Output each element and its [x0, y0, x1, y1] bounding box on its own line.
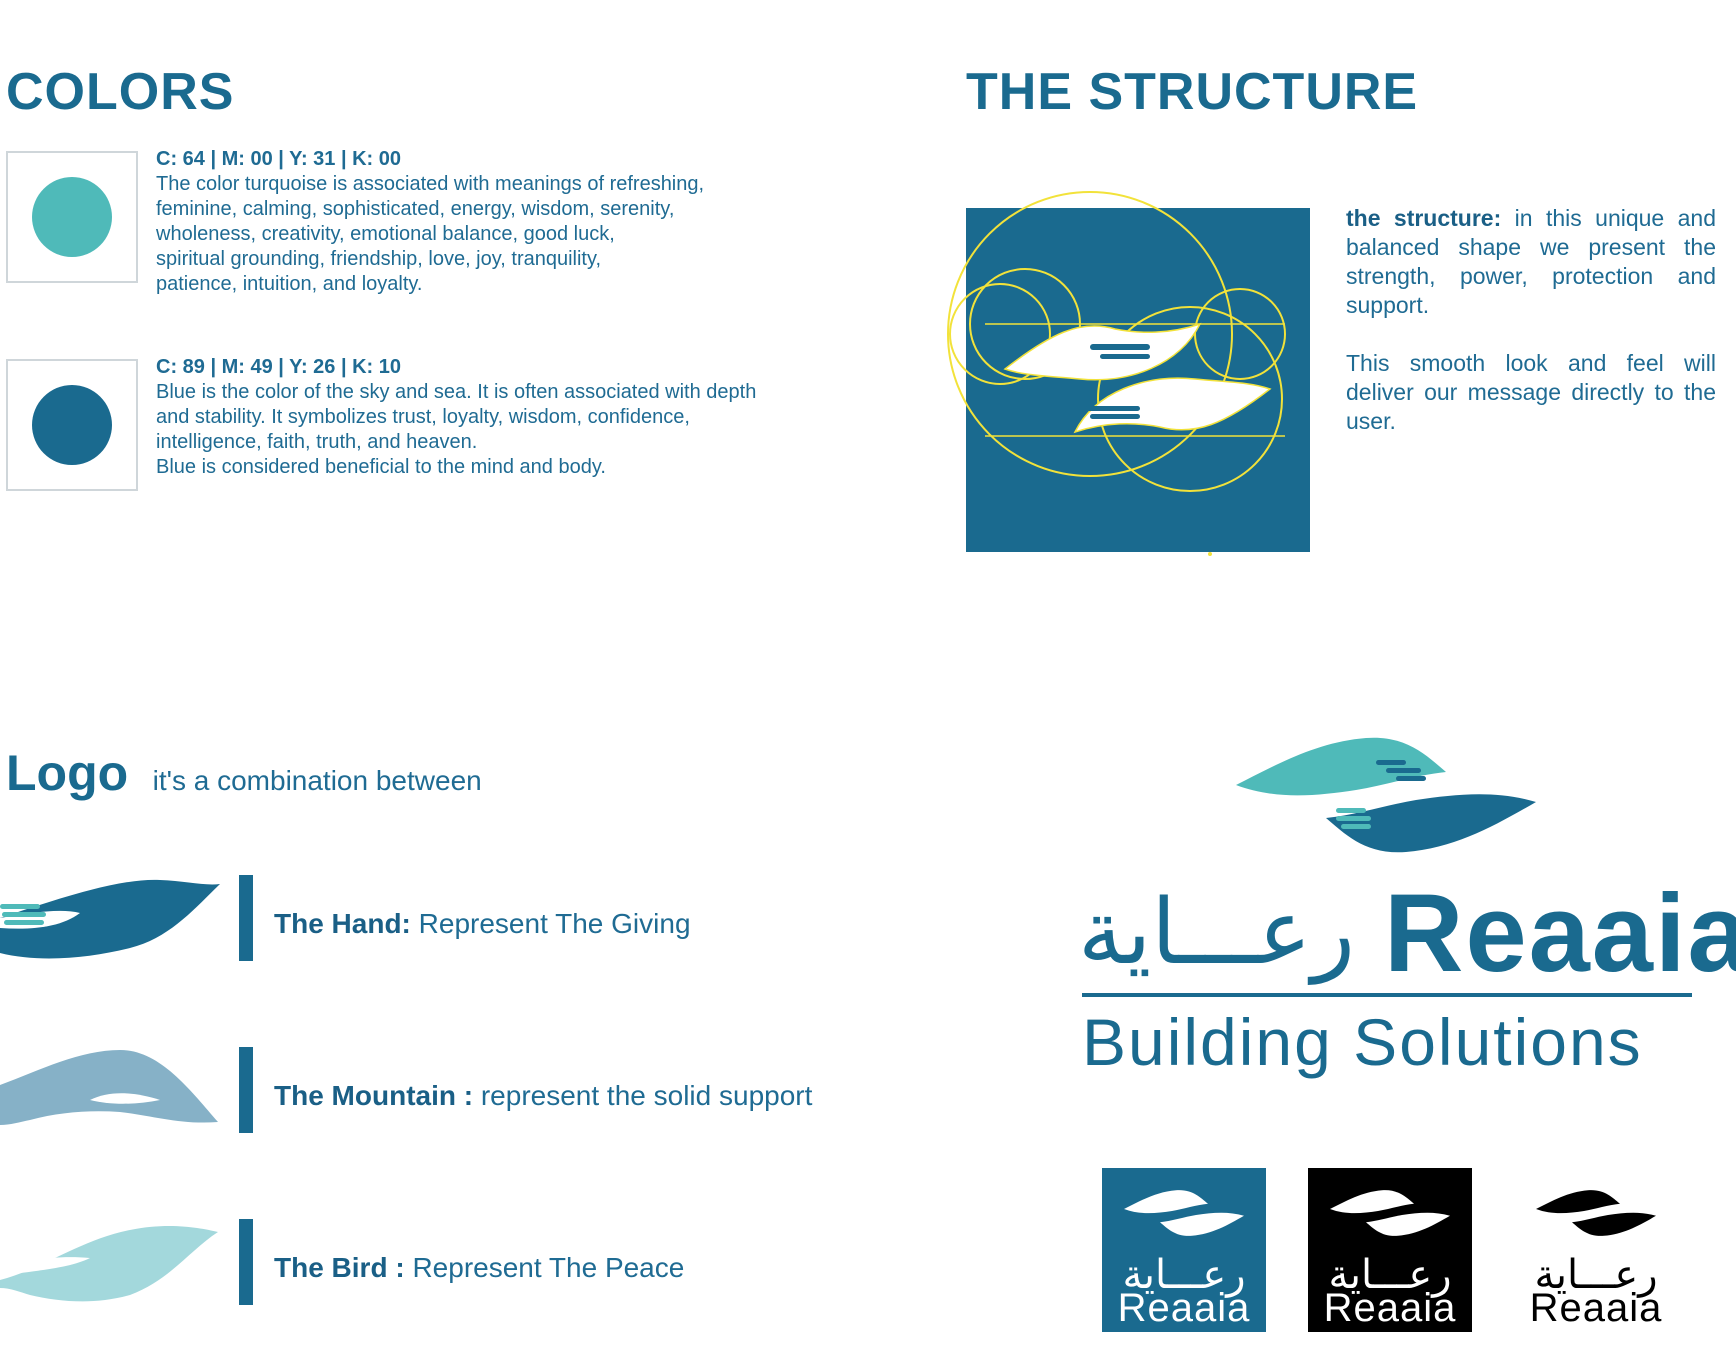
- bird-description: The Bird : Represent The Peace: [274, 1252, 684, 1284]
- structure-title: THE STRUCTURE: [966, 63, 1419, 121]
- structure-description: the structure: in this unique and balanc…: [1346, 204, 1716, 436]
- blue-circle: [32, 385, 112, 465]
- swatch-blue: [6, 359, 138, 491]
- brand-english-name: Reaaia: [1384, 872, 1736, 995]
- logo-variant-black: رعـــاية Reaaia: [1308, 1168, 1472, 1332]
- variant-english: Reaaia: [1529, 1286, 1663, 1330]
- item-text: Represent The Giving: [410, 908, 691, 939]
- brand-divider: [1082, 993, 1692, 997]
- description-line: patience, intuition, and loyalty.: [156, 273, 423, 295]
- cmyk-value: C: 64 | M: 00 | Y: 31 | K: 00: [156, 148, 402, 170]
- description-line: and stability. It symbolizes trust, loya…: [156, 406, 690, 428]
- logo-title: Logo: [6, 745, 129, 801]
- brand-logo-mark: [1236, 737, 1536, 853]
- finger-marks: [1085, 344, 1150, 419]
- swatch-blue-description: C: 89 | M: 49 | Y: 26 | K: 10 Blue is th…: [156, 355, 756, 480]
- variant-english: Reaaia: [1117, 1286, 1251, 1330]
- hand-icon: [0, 879, 220, 959]
- variant-arabic: رعـــاية: [1534, 1252, 1658, 1298]
- hand-top-shape: [1003, 322, 1202, 381]
- variant-english: Reaaia: [1323, 1286, 1457, 1330]
- colors-title: COLORS: [6, 63, 235, 121]
- swatch-turquoise: [6, 151, 138, 283]
- structure-bold-lead: the structure:: [1346, 205, 1502, 231]
- logo-heading: Logo it's a combination between: [6, 744, 482, 802]
- variant-logo-mark: [1124, 1190, 1244, 1236]
- structure-paragraph-2: This smooth look and feel will deliver o…: [1346, 350, 1716, 434]
- structure-diagram: [947, 191, 1310, 556]
- variant-arabic: رعـــاية: [1122, 1252, 1246, 1298]
- item-divider: [239, 875, 253, 961]
- structure-paragraph-1: in this unique and balanced shape we pre…: [1346, 205, 1716, 318]
- item-divider: [239, 1219, 253, 1305]
- logo-variant-white: رعـــاية Reaaia: [1514, 1168, 1678, 1332]
- description-line: spiritual grounding, friendship, love, j…: [156, 248, 602, 270]
- brand-arabic-name: رعـــاية: [1078, 880, 1355, 985]
- item-text: represent the solid support: [473, 1080, 813, 1111]
- item-bold: The Hand:: [274, 908, 411, 939]
- description-line: intelligence, faith, truth, and heaven.: [156, 431, 478, 453]
- logo-subtitle: it's a combination between: [152, 765, 482, 796]
- variant-arabic: رعـــاية: [1328, 1252, 1452, 1298]
- item-bold: The Mountain :: [274, 1080, 474, 1111]
- guide-lines: [985, 323, 1285, 437]
- cmyk-value: C: 89 | M: 49 | Y: 26 | K: 10: [156, 356, 402, 378]
- mountain-description: The Mountain : represent the solid suppo…: [274, 1080, 812, 1112]
- logo-variant-blue: رعـــاية Reaaia: [1102, 1168, 1266, 1332]
- mountain-icon: [0, 1050, 218, 1125]
- swatch-turquoise-description: C: 64 | M: 00 | Y: 31 | K: 00 The color …: [156, 147, 704, 297]
- variant-logo-mark: [1330, 1190, 1450, 1236]
- hand-description: The Hand: Represent The Giving: [274, 908, 691, 940]
- turquoise-circle: [32, 177, 112, 257]
- item-text: Represent The Peace: [404, 1252, 685, 1283]
- description-line: The color turquoise is associated with m…: [156, 173, 705, 195]
- description-line: feminine, calming, sophisticated, energy…: [156, 198, 675, 220]
- bird-icon: [0, 1226, 218, 1302]
- description-line: Blue is considered beneficial to the min…: [156, 456, 606, 478]
- item-bold: The Bird :: [274, 1252, 405, 1283]
- structure-panel: [966, 208, 1310, 552]
- brand-tagline: Building Solutions: [1082, 1005, 1643, 1079]
- description-line: wholeness, creativity, emotional balance…: [156, 223, 615, 245]
- variant-logo-mark: [1536, 1190, 1656, 1236]
- item-divider: [239, 1047, 253, 1133]
- description-line: Blue is the color of the sky and sea. It…: [156, 381, 757, 403]
